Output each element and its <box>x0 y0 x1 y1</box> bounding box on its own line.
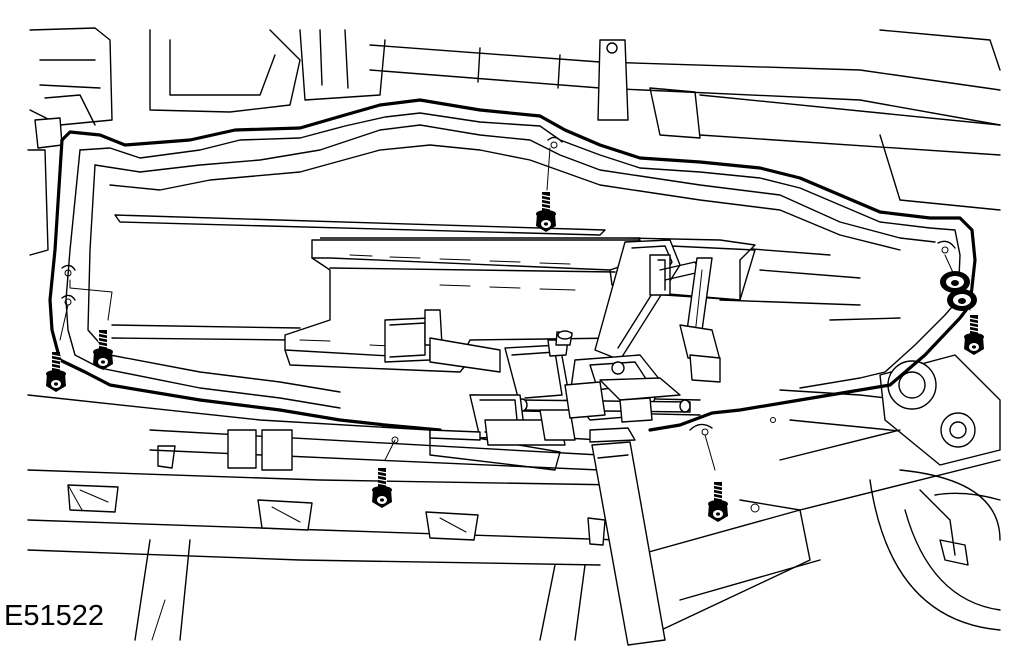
fastener-bolt <box>535 147 557 233</box>
figure-id-label: E51522 <box>4 600 104 632</box>
transmission-jack-adapter <box>284 237 756 646</box>
fastener-bolt <box>371 439 396 509</box>
fastener-nut <box>947 289 977 311</box>
fastener-bolt <box>704 434 729 523</box>
fastener-bolt <box>45 304 69 393</box>
fastener-bolt <box>69 279 114 371</box>
background-vehicle-structure <box>27 27 1001 641</box>
figure-label-bracket <box>151 599 166 641</box>
fastener-nut <box>940 271 970 293</box>
